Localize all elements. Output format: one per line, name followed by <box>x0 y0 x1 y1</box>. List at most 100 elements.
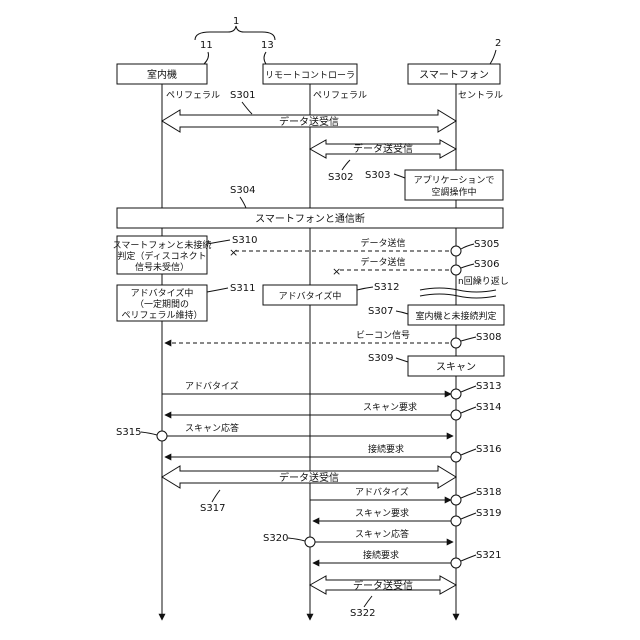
s303-leader <box>394 174 405 178</box>
s303-line2: 空調操作中 <box>431 186 476 198</box>
s310-line1: スマートフォンと未接続 <box>113 239 212 251</box>
s320-leader <box>288 538 305 541</box>
step-s322: S322 <box>350 608 375 619</box>
s313-leader <box>461 386 476 392</box>
s307-label: 室内機と未接続判定 <box>415 310 496 322</box>
step-s316: S316 <box>476 444 501 455</box>
s319-leader <box>461 513 476 519</box>
ref-13: 13 <box>261 40 274 51</box>
s306-node <box>451 265 461 275</box>
step-s309: S309 <box>368 353 393 364</box>
s320-node <box>305 537 315 547</box>
s302-leader <box>342 160 350 170</box>
leader-11 <box>204 52 209 64</box>
step-s301: S301 <box>230 90 255 101</box>
s319-label: スキャン要求 <box>355 507 409 519</box>
s319-node <box>451 516 461 526</box>
ref-2: 2 <box>495 38 501 49</box>
s316-label: 接続要求 <box>368 443 404 455</box>
step-s314: S314 <box>476 402 501 413</box>
s312-leader <box>357 287 373 290</box>
s307-leader <box>396 311 408 314</box>
step-s319: S319 <box>476 508 501 519</box>
s302-label: データ送受信 <box>353 142 413 155</box>
s305-x-mark: × <box>229 246 238 259</box>
group-ref-number: 1 <box>233 16 239 27</box>
s318-leader <box>461 492 476 498</box>
indoor-unit-label: 室内機 <box>147 68 177 81</box>
step-s311: S311 <box>230 283 255 294</box>
step-s315: S315 <box>116 427 141 438</box>
s316-leader <box>461 449 476 455</box>
s306-leader <box>461 264 474 268</box>
s322-label: データ送受信 <box>353 579 413 592</box>
s301-leader <box>242 102 252 114</box>
leader-13 <box>264 52 266 64</box>
n-repeat-label: n回繰り返し <box>458 275 509 287</box>
step-s302: S302 <box>328 172 353 183</box>
s311-line1: アドバタイズ中 <box>131 287 194 299</box>
step-s312: S312 <box>374 282 399 293</box>
s311-line3: ペリフェラル維持） <box>121 309 202 321</box>
step-s310: S310 <box>232 235 257 246</box>
smartphone-label: スマートフォン <box>419 70 489 81</box>
s316-node <box>451 452 461 462</box>
s311-leader <box>207 288 228 292</box>
step-s313: S313 <box>476 381 501 392</box>
s305-label: データ送信 <box>360 237 405 249</box>
s311-line2: （一定期間の <box>135 298 189 310</box>
step-s305: S305 <box>474 239 499 250</box>
s306-label: データ送信 <box>360 256 405 268</box>
s308-leader <box>461 337 476 341</box>
s310-line2: 判定（ディスコネクト <box>117 250 206 262</box>
s321-label: 接続要求 <box>363 549 399 561</box>
step-s321: S321 <box>476 550 501 561</box>
step-s317: S317 <box>200 503 225 514</box>
s309-leader <box>396 358 408 362</box>
step-s320: S320 <box>263 533 288 544</box>
s318-label: アドバタイズ <box>355 486 409 498</box>
s315-label: スキャン応答 <box>185 422 239 434</box>
step-s304: S304 <box>230 185 255 196</box>
s309-label: スキャン <box>436 362 476 373</box>
s303-line1: アプリケーションで <box>414 175 495 186</box>
s308-label: ビーコン信号 <box>356 329 410 341</box>
s317-label: データ送受信 <box>279 471 339 484</box>
s305-leader <box>461 244 474 249</box>
s314-label: スキャン要求 <box>363 401 417 413</box>
leader-2 <box>490 50 496 64</box>
ref-11: 11 <box>200 40 213 51</box>
step-s306: S306 <box>474 259 499 270</box>
step-s308: S308 <box>476 332 501 343</box>
role-remote: ペリフェラル <box>313 90 367 101</box>
s321-node <box>451 558 461 568</box>
s320-label: スキャン応答 <box>355 528 409 540</box>
s314-node <box>451 410 461 420</box>
s308-node <box>451 338 461 348</box>
s304-leader <box>240 197 246 208</box>
role-indoor: ペリフェラル <box>166 90 220 101</box>
s321-leader <box>461 555 476 561</box>
s313-label: アドバタイズ <box>185 380 239 392</box>
repeat-wave-bottom <box>420 294 496 298</box>
step-s303: S303 <box>365 170 390 181</box>
s322-leader <box>364 596 372 607</box>
s315-leader <box>141 432 157 435</box>
step-s318: S318 <box>476 487 501 498</box>
s312-label: アドバタイズ中 <box>279 290 342 302</box>
role-phone: セントラル <box>458 90 503 101</box>
step-s307: S307 <box>368 306 393 317</box>
s314-leader <box>461 407 476 413</box>
s310-line3: 信号未受信） <box>135 261 189 273</box>
s305-node <box>451 246 461 256</box>
s304-label: スマートフォンと通信断 <box>255 212 365 225</box>
s306-x-mark: × <box>332 265 341 278</box>
group-brace <box>195 26 275 40</box>
s313-node <box>451 389 461 399</box>
s318-node <box>451 495 461 505</box>
repeat-wave-top <box>420 288 496 292</box>
remote-controller-label: リモートコントローラ <box>265 70 355 81</box>
s301-label: データ送受信 <box>279 115 339 128</box>
s315-node <box>157 431 167 441</box>
s317-leader <box>212 490 220 502</box>
